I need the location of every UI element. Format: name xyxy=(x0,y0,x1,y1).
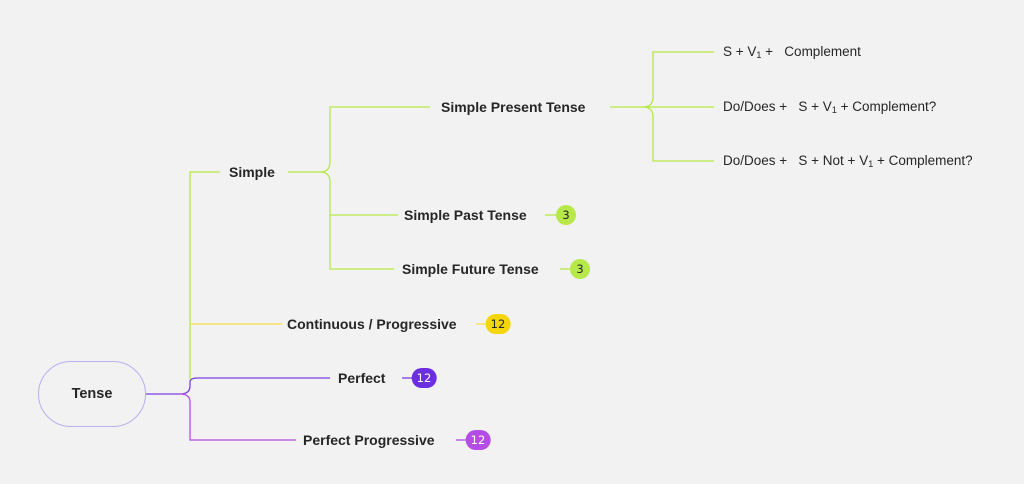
formula-negative[interactable]: Do/Does + S + Not + V1 + Complement? xyxy=(723,152,973,170)
formula-question[interactable]: Do/Does + S + V1 + Complement? xyxy=(723,98,936,116)
connector-formula-positive xyxy=(642,51,714,108)
collapsed-count-badge-perfect[interactable]: 12 xyxy=(411,368,437,388)
collapsed-count-badge-future[interactable]: 3 xyxy=(570,259,590,279)
connector-formula-negative xyxy=(642,106,714,162)
root-node-tense[interactable]: Tense xyxy=(38,361,146,427)
formula-positive-subscript: 1 xyxy=(756,50,762,60)
formula-positive-suffix: + Complement xyxy=(761,44,861,59)
formula-question-prefix: Do/Does + S + V xyxy=(723,99,832,114)
formula-positive[interactable]: S + V1 + Complement xyxy=(723,43,861,61)
node-simple-present-tense[interactable]: Simple Present Tense xyxy=(441,99,586,115)
connector-simple-present xyxy=(319,106,430,173)
formula-negative-subscript: 1 xyxy=(868,159,874,169)
collapsed-count-badge-perfect-progressive[interactable]: 12 xyxy=(465,430,491,450)
node-simple-future-tense[interactable]: Simple Future Tense xyxy=(402,261,539,277)
connector-trunk-perfect xyxy=(179,377,330,395)
formula-positive-prefix: S + V xyxy=(723,44,757,59)
branch-perfect-progressive[interactable]: Perfect Progressive xyxy=(303,432,435,448)
branch-simple[interactable]: Simple xyxy=(229,164,275,180)
node-simple-past-tense[interactable]: Simple Past Tense xyxy=(404,207,527,223)
branch-perfect[interactable]: Perfect xyxy=(338,370,386,386)
collapsed-count-badge-past[interactable]: 3 xyxy=(556,205,576,225)
formula-question-suffix: + Complement? xyxy=(836,99,937,114)
connector-simple-future xyxy=(329,215,394,270)
connector-trunk-simple xyxy=(189,171,220,380)
formula-question-subscript: 1 xyxy=(831,105,837,115)
collapsed-count-badge-continuous[interactable]: 12 xyxy=(485,314,511,334)
formula-negative-prefix: Do/Does + S + Not + V xyxy=(723,153,869,168)
connector-trunk-perfect-progressive xyxy=(179,393,296,441)
connector-simple-past xyxy=(319,171,398,216)
branch-continuous[interactable]: Continuous / Progressive xyxy=(287,316,457,332)
formula-negative-suffix: + Complement? xyxy=(873,153,973,168)
